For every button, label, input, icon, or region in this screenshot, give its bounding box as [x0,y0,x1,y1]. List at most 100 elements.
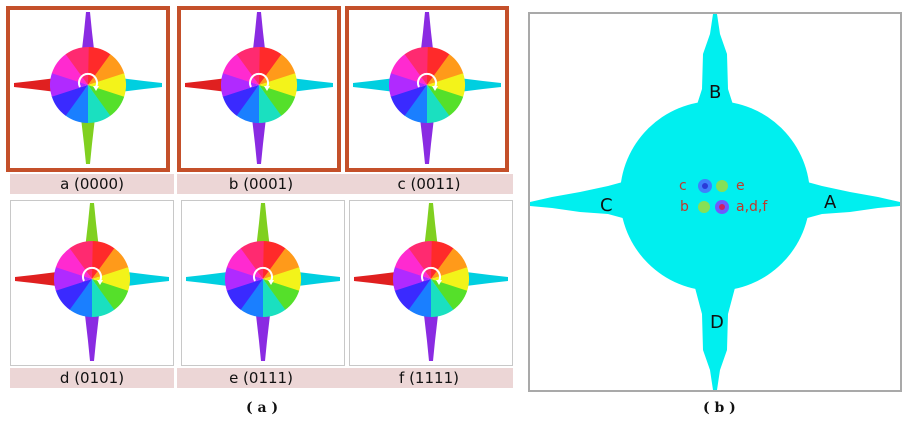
state-caption-b: b (0001) [177,174,345,194]
circulation-arrow-icon [82,266,102,282]
disk-sector [393,266,431,291]
disk-sector [430,279,454,317]
disk-sector [262,279,286,317]
disk-sector [259,85,296,117]
disk-sector [55,247,92,279]
disk-sector [259,73,297,98]
disk-sector [51,53,88,85]
arm-top [85,203,99,249]
arm-left [354,272,396,286]
disk-sector [404,85,427,123]
circulation-arrow-icon [249,72,269,88]
arrowhead-icon [97,280,103,285]
core-label-adf: a,d,f [736,199,768,215]
disk-sector [226,279,263,310]
disk-sector [222,53,259,85]
disk-sector [88,73,126,98]
disk-sector [53,266,92,291]
arm-top [420,12,434,58]
arm-bottom [256,315,270,361]
state-cell-d[interactable] [10,200,174,366]
disk-sector [92,248,129,279]
disk-sector [390,85,427,116]
vortex-figure [186,203,340,361]
arm-left [185,78,227,92]
disk-sector [394,247,431,279]
vortex-figure [185,12,333,164]
arm-top [81,12,95,58]
arm-bottom [252,118,266,164]
vortex-figure [15,203,169,361]
arm-left [15,272,57,286]
arm-bottom [420,118,434,164]
arm-bottom [85,315,99,361]
core-markers [698,179,729,214]
circulation-arrow-icon [417,72,437,88]
disk-sector [390,53,427,85]
core-label-e: e [736,178,745,194]
disk-sector [431,267,469,292]
structure-panel: B C A D c e b a,d,f [528,12,902,392]
disk-sector [259,54,296,85]
circulation-arrow-icon [421,266,441,282]
state-cell-a[interactable] [6,6,170,172]
disk-sector [263,248,300,279]
arm-right [127,272,169,286]
disk-sector [389,72,427,97]
disk-sector [240,279,263,317]
disk-sector [88,54,125,85]
arm-right [298,272,340,286]
arm-bottom [424,315,438,361]
state-caption-a: a (0000) [10,174,174,194]
state-caption-e: e (0111) [177,368,345,388]
disk-sector [225,266,263,291]
disk-sector [394,279,431,310]
arm-top [256,203,270,249]
state-caption-f: f (1111) [345,368,513,388]
arm-bottom [81,118,95,164]
disk-sector [431,279,468,311]
disk-sector [69,279,92,317]
arm-label-top: B [709,82,722,103]
arm-right [291,78,333,92]
panel-b-label: ( b ) [703,400,736,416]
disk-sector [427,85,464,117]
disk-sector [236,85,259,123]
state-caption-c: c (0011) [345,174,513,194]
state-cell-f[interactable] [349,200,513,366]
arm-right [466,272,508,286]
disk-sector [263,279,300,311]
circulation-arrow-icon [78,72,98,88]
arm-left [353,78,395,92]
arm-left [14,78,56,92]
arm-label-bottom: D [710,312,724,333]
disk-sector [55,279,92,310]
disk-sector [87,85,111,123]
disk-sector [258,85,282,123]
disk-sector [427,73,465,98]
circulation-arrow-icon [253,266,273,282]
arm-left [186,272,228,286]
arm-label-left: C [600,195,613,216]
state-cell-b[interactable] [177,6,341,172]
disk-sector [408,279,431,317]
vortex-figure [353,12,501,164]
arrowhead-icon [432,86,438,91]
disk-sector [51,85,88,116]
disk-sector [222,85,259,116]
arm-top [252,12,266,58]
arrowhead-icon [264,86,270,91]
arm-right [120,78,162,92]
state-cell-e[interactable] [181,200,345,366]
disk-sector [263,267,301,292]
arm-top [424,203,438,249]
state-caption-d: d (0101) [10,368,174,388]
disk-sector [88,85,125,117]
arm-right [459,78,501,92]
arrowhead-icon [93,86,99,91]
state-cell-c[interactable] [345,6,509,172]
disk-sector [431,248,468,279]
vortex-figure [14,12,162,164]
disk-sector [92,279,129,311]
core-label-b: b [680,199,689,215]
